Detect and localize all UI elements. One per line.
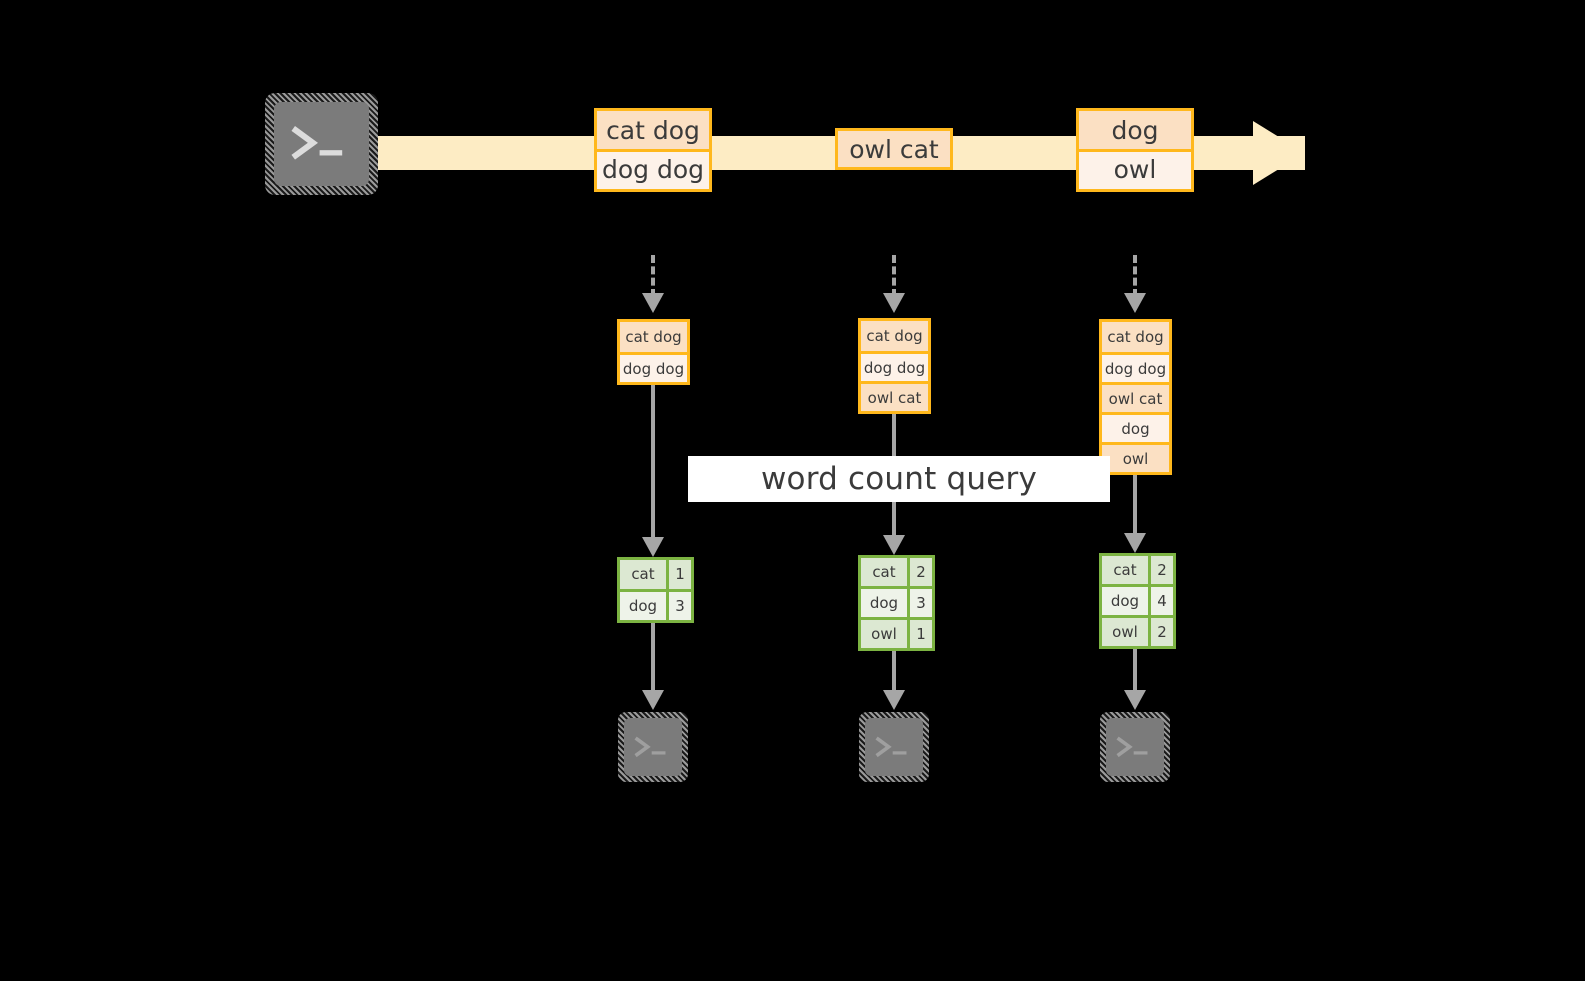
snapshot-2-result-word-2: dog bbox=[861, 589, 907, 617]
table-row: dog 3 bbox=[861, 586, 932, 617]
snapshot-1-input-row-2: dog dog bbox=[620, 352, 687, 382]
stream-batch-3: dog owl bbox=[1076, 108, 1194, 192]
table-row: owl 2 bbox=[1102, 615, 1173, 646]
stream-to-snapshot-3-line bbox=[1133, 255, 1137, 297]
input-stream-arrow-head bbox=[1253, 121, 1305, 185]
stream-batch-3-row-1: dog bbox=[1079, 111, 1191, 149]
table-row: dog 3 bbox=[620, 588, 691, 620]
table-row: dog 4 bbox=[1102, 584, 1173, 615]
table-row: owl 1 bbox=[861, 617, 932, 648]
stream-batch-1: cat dog dog dog bbox=[594, 108, 712, 192]
source-terminal-icon[interactable] bbox=[265, 93, 378, 195]
query-label-text: word count query bbox=[760, 461, 1038, 497]
snapshot-2-input-table: cat dog dog dog owl cat bbox=[858, 318, 931, 414]
snapshot-3-sink-terminal-icon[interactable] bbox=[1100, 712, 1170, 782]
snapshot-3-input-row-4: dog bbox=[1102, 412, 1169, 442]
snapshot-3-input-row-1: cat dog bbox=[1102, 322, 1169, 352]
table-row: cat 2 bbox=[861, 558, 932, 586]
snapshot-1-result-word-2: dog bbox=[620, 591, 666, 620]
stream-to-snapshot-1-arrowhead bbox=[642, 293, 664, 313]
snapshot-1-result-word-1: cat bbox=[620, 560, 666, 589]
terminal-prompt-icon bbox=[634, 736, 666, 757]
snapshot-3-sink-arrowhead bbox=[1124, 690, 1146, 710]
source-terminal-screen bbox=[274, 102, 369, 186]
stream-to-snapshot-2-line bbox=[892, 255, 896, 297]
snapshot-3-sink-line bbox=[1133, 649, 1137, 693]
snapshot-2-input-row-3: owl cat bbox=[861, 381, 928, 411]
snapshot-2-result-word-1: cat bbox=[861, 558, 907, 586]
snapshot-2-input-row-1: cat dog bbox=[861, 321, 928, 351]
terminal-prompt-icon bbox=[1116, 736, 1148, 757]
stream-batch-1-row-1: cat dog bbox=[597, 111, 709, 149]
snapshot-2-input-row-2: dog dog bbox=[861, 351, 928, 381]
snapshot-3-result-count-1: 2 bbox=[1147, 556, 1173, 584]
stream-batch-3-row-2: owl bbox=[1079, 149, 1191, 187]
snapshot-1-sink-terminal-screen bbox=[624, 718, 682, 776]
snapshot-1-query-line bbox=[651, 385, 655, 540]
snapshot-2-query-arrowhead bbox=[883, 535, 905, 555]
snapshot-3-query-arrowhead bbox=[1124, 533, 1146, 553]
stream-batch-2-row-1: owl cat bbox=[838, 131, 950, 167]
snapshot-1-input-row-1: cat dog bbox=[620, 322, 687, 352]
stream-batch-1-row-2: dog dog bbox=[597, 149, 709, 187]
snapshot-3-result-word-2: dog bbox=[1102, 587, 1148, 615]
snapshot-3-sink-terminal-screen bbox=[1106, 718, 1164, 776]
snapshot-1-input-table: cat dog dog dog bbox=[617, 319, 690, 385]
snapshot-3-input-table: cat dog dog dog owl cat dog owl bbox=[1099, 319, 1172, 475]
table-row: cat 1 bbox=[620, 560, 691, 589]
stream-to-snapshot-2-arrowhead bbox=[883, 293, 905, 313]
snapshot-3-input-row-2: dog dog bbox=[1102, 352, 1169, 382]
snapshot-2-sink-terminal-screen bbox=[865, 718, 923, 776]
snapshot-3-result-word-3: owl bbox=[1102, 618, 1148, 646]
snapshot-3-input-row-3: owl cat bbox=[1102, 382, 1169, 412]
snapshot-1-query-arrowhead bbox=[642, 537, 664, 557]
terminal-prompt-icon bbox=[875, 736, 907, 757]
snapshot-2-sink-line bbox=[892, 651, 896, 693]
stream-batch-2: owl cat bbox=[835, 128, 953, 170]
snapshot-3-result-count-2: 4 bbox=[1147, 587, 1173, 615]
snapshot-3-query-line bbox=[1133, 475, 1137, 536]
snapshot-3-result-count-3: 2 bbox=[1147, 618, 1173, 646]
stream-to-snapshot-1-line bbox=[651, 255, 655, 297]
stream-to-snapshot-3-arrowhead bbox=[1124, 293, 1146, 313]
snapshot-1-result-count-2: 3 bbox=[665, 591, 691, 620]
snapshot-1-sink-line bbox=[651, 623, 655, 693]
snapshot-3-result-word-1: cat bbox=[1102, 556, 1148, 584]
snapshot-1-result-table: cat 1 dog 3 bbox=[617, 557, 694, 623]
terminal-prompt-icon bbox=[291, 126, 343, 161]
snapshot-2-sink-arrowhead bbox=[883, 690, 905, 710]
snapshot-2-result-count-3: 1 bbox=[906, 620, 932, 648]
snapshot-3-input-row-5: owl bbox=[1102, 442, 1169, 472]
snapshot-2-result-word-3: owl bbox=[861, 620, 907, 648]
snapshot-3-result-table: cat 2 dog 4 owl 2 bbox=[1099, 553, 1176, 649]
snapshot-1-sink-arrowhead bbox=[642, 690, 664, 710]
snapshot-1-result-count-1: 1 bbox=[665, 560, 691, 589]
table-row: cat 2 bbox=[1102, 556, 1173, 584]
snapshot-2-result-count-2: 3 bbox=[906, 589, 932, 617]
snapshot-2-result-table: cat 2 dog 3 owl 1 bbox=[858, 555, 935, 651]
query-label-band: word count query bbox=[688, 456, 1110, 502]
snapshot-1-sink-terminal-icon[interactable] bbox=[618, 712, 688, 782]
snapshot-2-sink-terminal-icon[interactable] bbox=[859, 712, 929, 782]
snapshot-2-result-count-1: 2 bbox=[906, 558, 932, 586]
